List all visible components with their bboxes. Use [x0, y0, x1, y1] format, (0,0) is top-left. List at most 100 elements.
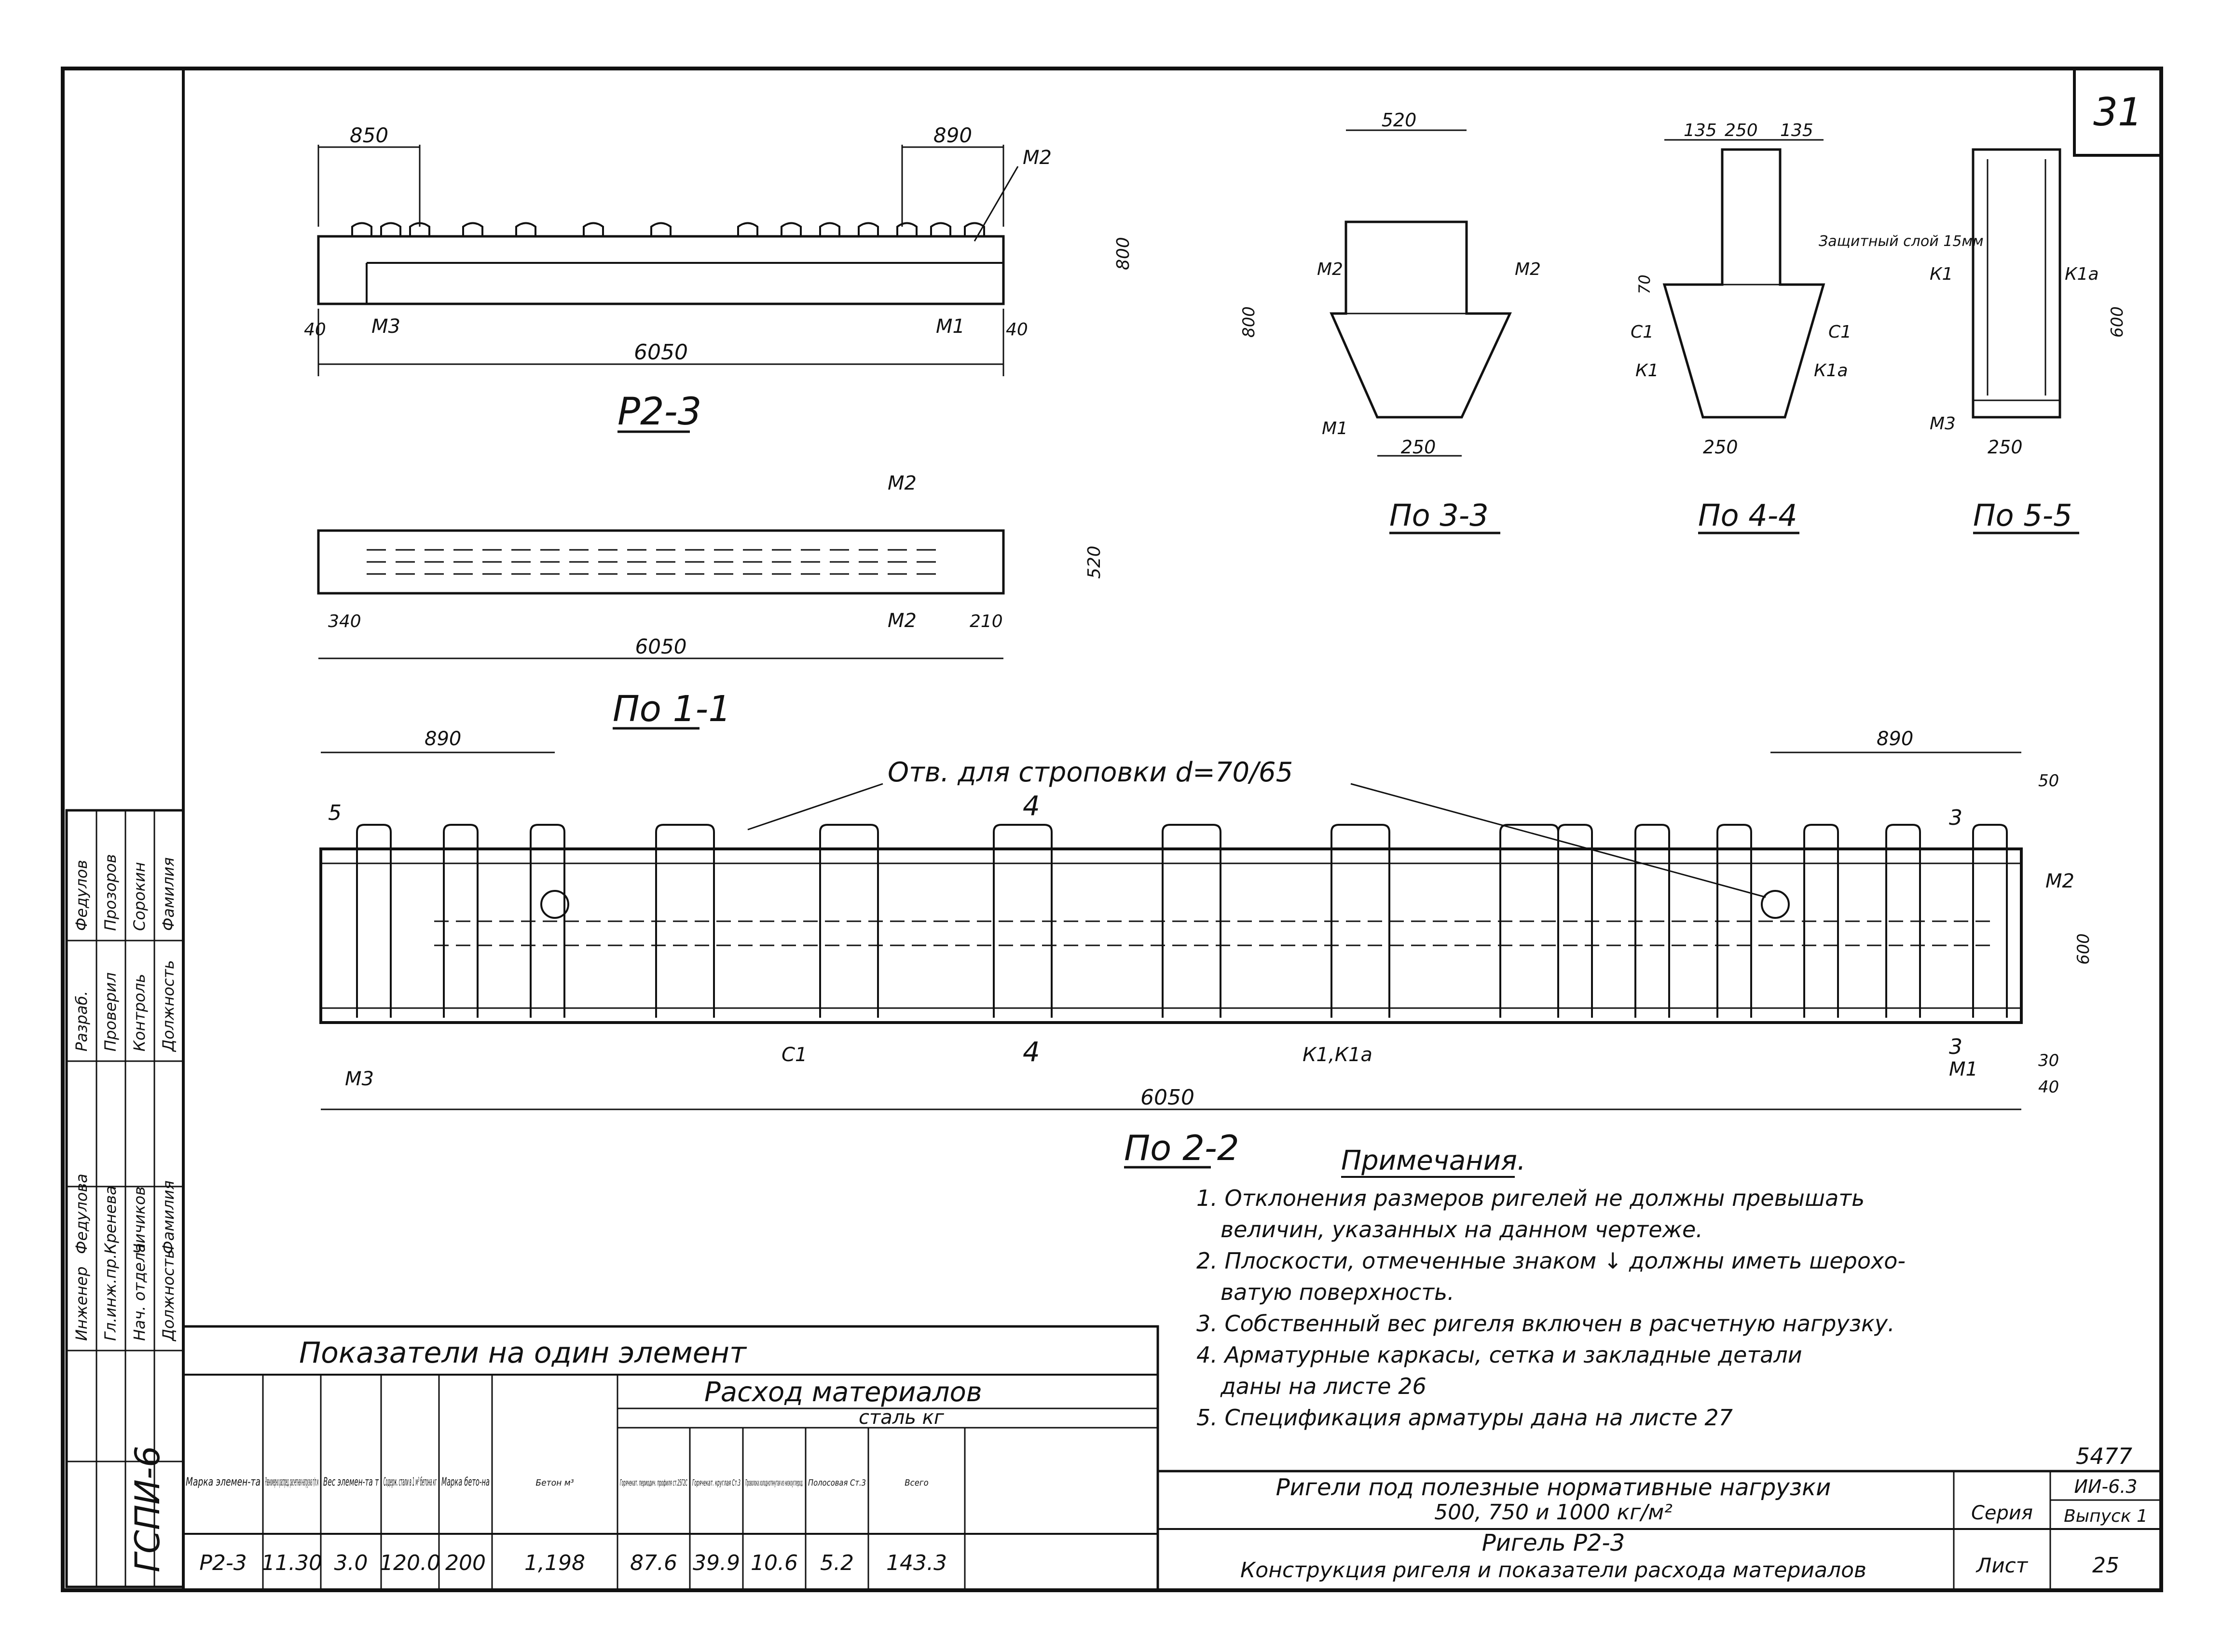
stirrup-hook — [819, 222, 840, 236]
stirrup — [819, 824, 879, 1018]
dim-6050: 6050 — [1140, 1085, 1194, 1110]
stirrup-hook — [896, 222, 918, 236]
section-2-title: По 2-2 — [1124, 1128, 1239, 1168]
stamp-name: Прозоров — [101, 854, 120, 931]
sheet-number-box — [2073, 67, 2163, 157]
stirrup-hook — [930, 222, 951, 236]
cut-mark-4: 4 — [1023, 1037, 1040, 1068]
table-columns — [262, 1375, 966, 1590]
indicators-table: Показатели на один элемент Расход матери… — [182, 1325, 1159, 1592]
label-m2: М2 — [888, 610, 917, 632]
label-m3: М3 — [371, 315, 400, 338]
dim-40: 40 — [2038, 1078, 2059, 1097]
table-cell: 39.9 — [693, 1551, 740, 1575]
label-m2: М2 — [1317, 259, 1343, 279]
note-line: 3. Собственный вес ригеля включен в расч… — [1196, 1311, 1895, 1337]
elevation-title: Р2-3 — [617, 390, 701, 434]
label-k1: К1 — [1930, 264, 1953, 284]
stamp-role: Должность — [159, 1250, 178, 1342]
stirrup-hook — [964, 222, 985, 236]
dim-520: 520 — [1382, 109, 1417, 131]
label-k1a: К1а — [2065, 264, 2099, 284]
table-cell: 1,198 — [524, 1551, 585, 1575]
stirrup — [1803, 824, 1839, 1018]
stamp-role: Гл.инж.пр. — [101, 1254, 120, 1341]
dim-890: 890 — [1877, 728, 1913, 750]
table-header-cell: Проволока холоднотянутая из низкоуглерод… — [745, 1478, 803, 1488]
note-line: 2. Плоскости, отмеченные знаком ↓ должны… — [1196, 1248, 1906, 1274]
table-header-cell: Горячекат. периодич. профиля ст.25Г2С — [620, 1478, 687, 1488]
table-cell: 3.0 — [334, 1551, 368, 1575]
cut-mark-3: 3 — [1949, 806, 1962, 830]
stamp-name: Сорокин — [130, 862, 149, 931]
side-stamp: ГСПИ-6 Инженер Гл.инж.пр. Нач. отдела До… — [65, 809, 185, 1588]
table-header-cell: Всего — [905, 1478, 929, 1488]
stamp-role: Нач. отдела — [130, 1243, 149, 1341]
notes-heading: Примечания. — [1341, 1145, 1526, 1176]
stamp-name: Федулов — [72, 860, 91, 931]
elevation-stirrups — [351, 222, 985, 236]
dim-850: 850 — [350, 123, 388, 147]
stirrup — [1162, 824, 1221, 1018]
label-m1: М1 — [936, 315, 965, 338]
stamp-role: Должность — [159, 960, 178, 1052]
table-cell: 200 — [445, 1551, 486, 1575]
table-cell: 10.6 — [751, 1551, 798, 1575]
series-label: Серия — [1971, 1502, 2033, 1524]
elevation-view: 850 890 6050 М2 М3 М1 40 40 800 Р2-3 — [304, 123, 1133, 434]
label-c1: С1 — [1631, 322, 1654, 342]
label-m3: М3 — [345, 1068, 374, 1090]
table-cell: 143.3 — [886, 1551, 947, 1575]
lifting-hole — [1761, 890, 1790, 919]
table-cell: Р2-3 — [199, 1551, 247, 1575]
dim-890: 890 — [933, 123, 972, 147]
stamp-name: Кренева — [101, 1186, 120, 1254]
stamp-role: Контроль — [130, 974, 149, 1051]
table-header-cell: Полосовая Ст.3 — [808, 1478, 866, 1488]
dim-210: 210 — [970, 612, 1003, 631]
stirrup — [655, 824, 715, 1018]
sheet-label: Лист — [1975, 1554, 2029, 1577]
cut-mark-3: 3 — [1949, 1035, 1962, 1059]
stamp-name: Фамилия — [159, 857, 178, 931]
section-5-5: К1 К1а М3 250 600 По 5-5 — [1930, 148, 2127, 534]
stirrup-hook — [380, 222, 401, 236]
label-m2: М2 — [1023, 147, 1052, 169]
stamp-name: Федулова — [72, 1174, 91, 1254]
stirrup-hook — [515, 222, 536, 236]
table-cell: 5.2 — [820, 1551, 854, 1575]
label-c1: С1 — [1828, 322, 1852, 342]
plan-title: По 1-1 — [613, 688, 731, 730]
stamp-code: ГСПИ-6 — [128, 1446, 167, 1572]
stirrup — [1330, 824, 1390, 1018]
section-3-title: По 3-3 — [1389, 498, 1489, 533]
stamp-role: Проверил — [101, 972, 120, 1051]
table-header-cell: Бетон м³ — [535, 1478, 574, 1488]
dim-520: 520 — [1084, 546, 1104, 579]
label-m2: М2 — [2045, 870, 2074, 892]
dim-340: 340 — [328, 612, 361, 631]
dim-40: 40 — [1006, 320, 1028, 340]
dim-135: 135 — [1684, 121, 1717, 140]
section-4-4: 135 250 135 250 Защитный слой 15мм С1 К1… — [1631, 121, 1984, 534]
stamp-role: Разраб. — [72, 991, 91, 1051]
dim-6050: 6050 — [634, 340, 688, 365]
section-4-title: По 4-4 — [1698, 498, 1797, 533]
stirrup — [443, 824, 479, 1018]
lifting-hole — [540, 890, 569, 919]
sheet-value: 25 — [2092, 1553, 2119, 1578]
dim-135: 135 — [1780, 121, 1813, 140]
inventory-number: 5477 — [2076, 1443, 2132, 1469]
stirrup — [356, 824, 392, 1018]
label-m1: М1 — [1949, 1058, 1978, 1080]
table-cell: 120.0 — [380, 1551, 440, 1575]
dim-30: 30 — [2038, 1051, 2059, 1070]
stamp-name: Фамилия — [159, 1180, 178, 1254]
stirrup — [530, 824, 565, 1018]
title-block: 5477 Ригели под полезные нормативные наг… — [1156, 1443, 2163, 1592]
dim-250: 250 — [1703, 437, 1738, 458]
table-header-cell: Равномерно распред. расчетная нагрузка т… — [265, 1475, 318, 1488]
stirrup — [1634, 824, 1670, 1018]
